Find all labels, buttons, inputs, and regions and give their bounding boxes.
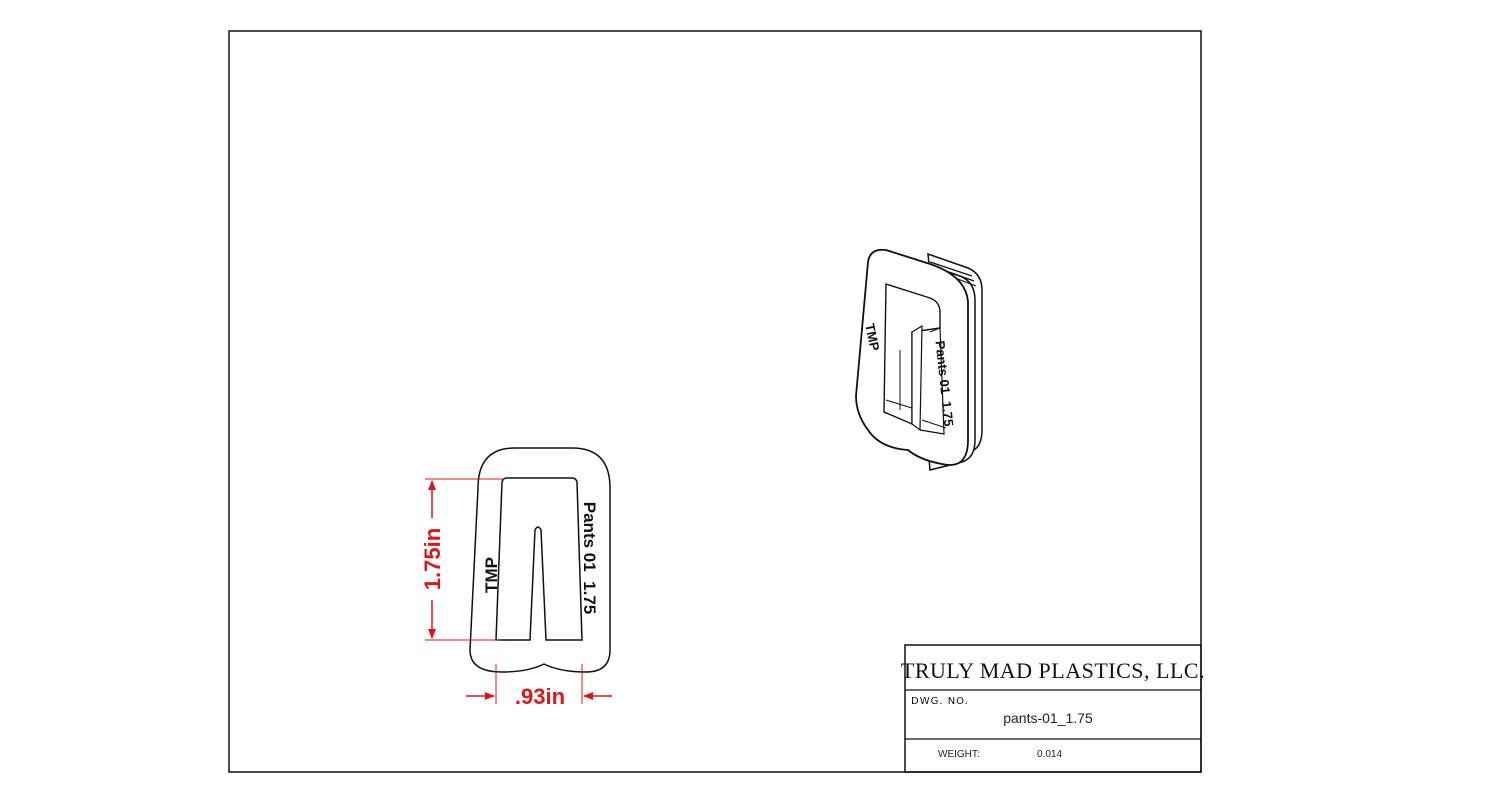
title-block: TRULY MAD PLASTICS, LLC. DWG. NO. pants-… [901,644,1205,773]
dimension-height: 1.75in [420,478,505,641]
weight-label: WEIGHT: [938,749,980,760]
sheet-border [228,30,1202,773]
dim-height-value: 1.75in [420,528,445,590]
iso-cavity-leg-gap [911,324,945,435]
front-label-tmp: TMP [482,557,501,593]
iso-view: TMP Pants 01 1.75 [855,248,983,471]
dim-width-value: .93in [515,684,565,709]
front-view: TMP Pants 01 1.75 [469,447,611,673]
title-block-frame [904,644,1202,773]
front-label-pants: Pants 01 1.75 [580,502,599,614]
dwg-no-label: DWG. NO. [911,696,969,707]
iso-cavity-back-lines [885,350,947,429]
iso-label-tmp: TMP [862,322,882,352]
dimension-width: .93in [466,664,612,709]
company-name: TRULY MAD PLASTICS, LLC. [901,658,1205,683]
dwg-no-value: pants-01_1.75 [1003,710,1093,726]
front-pants-cavity [495,477,583,641]
weight-value: 0.014 [1037,749,1062,760]
